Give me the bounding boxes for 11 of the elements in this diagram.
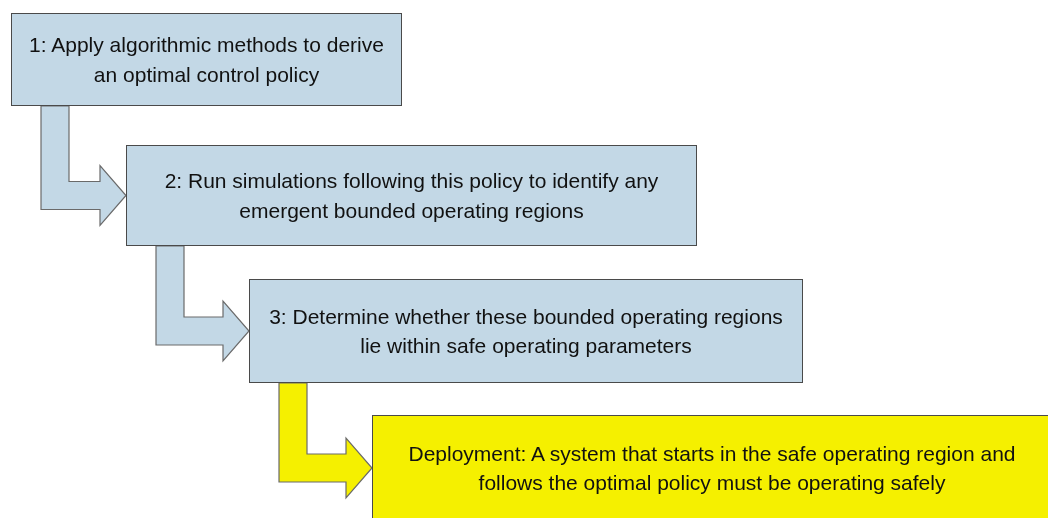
block-arrow: [278, 382, 373, 500]
step-box: [126, 145, 697, 246]
block-arrow: [40, 105, 127, 228]
step-box: [372, 415, 1048, 518]
block-arrow: [155, 245, 250, 363]
step-text: 2: Run simulations following this policy to identify any emergent bounded operating regions: [163, 168, 660, 224]
step-box: [249, 279, 803, 383]
step-text: 3: Determine whether these bounded operating regions lie within safe operating parameters: [268, 303, 784, 359]
step-box: [11, 13, 402, 106]
step-text: Deployment: A system that starts in the safe operating region and follows the optimal policy must be operating safely: [407, 440, 1017, 496]
step-text: 1: Apply algorithmic methods to derive an optimal control policy: [28, 32, 385, 88]
